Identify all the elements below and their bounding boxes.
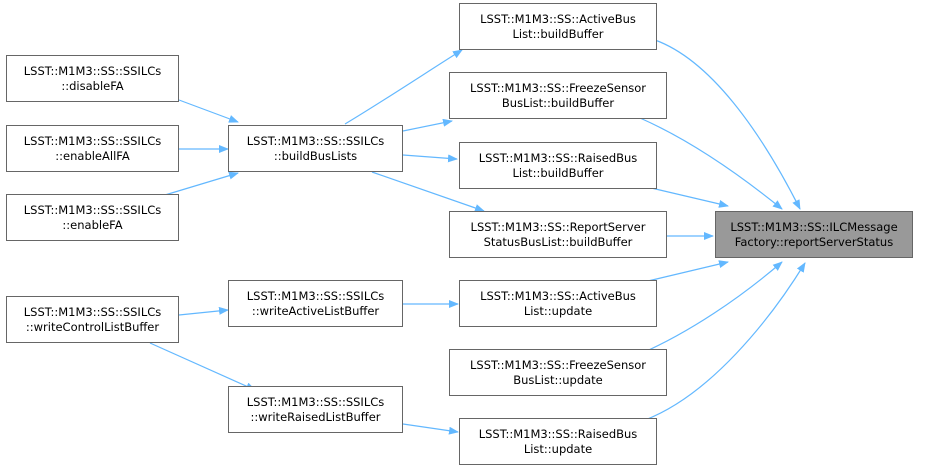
node-activebuslist-update[interactable]: LSST::M1M3::SS::ActiveBus List::update <box>459 280 657 327</box>
node-freezesensorbuslist-update[interactable]: LSST::M1M3::SS::FreezeSensor BusList::up… <box>449 349 667 396</box>
edge-freeze-update-to-focus <box>639 261 783 355</box>
node-label-line2: ::writeActiveListBuffer <box>251 303 380 318</box>
node-label-line1: LSST::M1M3::SS::SSILCs <box>23 202 162 217</box>
node-label-line2: StatusBusList::buildBuffer <box>483 234 633 249</box>
edge-writecontrol-to-writeraised <box>149 342 256 391</box>
node-ssilcs-disablefa[interactable]: LSST::M1M3::SS::SSILCs ::disableFA <box>6 55 179 102</box>
edge-enablefa-to-buildbuslists <box>164 171 239 196</box>
node-ssilcs-writeraisedlistbuffer[interactable]: LSST::M1M3::SS::SSILCs ::writeRaisedList… <box>228 386 403 433</box>
node-label-line1: LSST::M1M3::SS::RaisedBus <box>478 426 638 441</box>
node-label-line1: LSST::M1M3::SS::SSILCs <box>246 288 385 303</box>
node-raisedbuslist-buildbuffer[interactable]: LSST::M1M3::SS::RaisedBus List::buildBuf… <box>459 142 657 189</box>
node-label-line1: LSST::M1M3::SS::SSILCs <box>23 63 162 78</box>
node-label-line2: BusList::buildBuffer <box>501 95 615 110</box>
edge-writeraised-to-raised-update <box>402 423 459 435</box>
edge-writecontrol-to-writeactive <box>178 306 229 316</box>
node-activebuslist-buildbuffer[interactable]: LSST::M1M3::SS::ActiveBus List::buildBuf… <box>459 3 657 50</box>
node-label-line2: List::update <box>523 303 593 318</box>
node-label-line1: LSST::M1M3::SS::SSILCs <box>23 133 162 148</box>
node-label-line2: List::buildBuffer <box>512 165 604 180</box>
edge-buildbuslists-to-freeze-build <box>402 118 453 132</box>
node-label-line2: Factory::reportServerStatus <box>734 234 894 249</box>
node-label-line1: LSST::M1M3::SS::SSILCs <box>246 133 385 148</box>
node-label-line1: LSST::M1M3::SS::ActiveBus <box>480 288 636 303</box>
node-ssilcs-writecontrollistbuffer[interactable]: LSST::M1M3::SS::SSILCs ::writeControlLis… <box>6 296 179 343</box>
node-raisedbuslist-update[interactable]: LSST::M1M3::SS::RaisedBus List::update <box>459 418 657 465</box>
node-label-line1: LSST::M1M3::SS::ActiveBus <box>480 11 636 26</box>
edge-buildbuslists-to-raised-build <box>402 154 458 163</box>
node-label-line1: LSST::M1M3::SS::RaisedBus <box>478 150 638 165</box>
node-label-line2: List::update <box>523 441 593 456</box>
node-label-line1: LSST::M1M3::SS::ReportServer <box>470 219 646 234</box>
node-label-line2: ::buildBusLists <box>273 148 358 163</box>
node-label-line2: List::buildBuffer <box>512 26 604 41</box>
edge-disablefa-to-buildbuslists <box>178 99 239 123</box>
node-label-line1: LSST::M1M3::SS::FreezeSensor <box>469 357 647 372</box>
node-ssilcs-writeactivelistbuffer[interactable]: LSST::M1M3::SS::SSILCs ::writeActiveList… <box>228 280 403 327</box>
node-label-line2: ::enableAllFA <box>55 148 130 163</box>
node-ssilcs-enablefa[interactable]: LSST::M1M3::SS::SSILCs ::enableFA <box>6 194 179 241</box>
edge-buildbuslists-to-active-build <box>344 49 463 125</box>
node-ilcmessagefactory-reportserverstatus[interactable]: LSST::M1M3::SS::ILCMessage Factory::repo… <box>715 211 913 258</box>
node-ssilcs-enableallfa[interactable]: LSST::M1M3::SS::SSILCs ::enableAllFA <box>6 125 179 172</box>
node-label-line2: ::writeRaisedListBuffer <box>250 409 381 424</box>
node-label-line2: BusList::update <box>513 372 603 387</box>
node-label-line1: LSST::M1M3::SS::SSILCs <box>246 394 385 409</box>
edge-buildbuslists-to-report-build <box>371 171 485 212</box>
node-label-line1: LSST::M1M3::SS::FreezeSensor <box>469 80 647 95</box>
edge-freeze-build-to-focus <box>639 117 783 210</box>
node-reportserverstatusbuslist-buildbuffer[interactable]: LSST::M1M3::SS::ReportServer StatusBusLi… <box>449 211 667 258</box>
edge-raised-build-to-focus <box>646 186 729 208</box>
node-label-line2: ::writeControlListBuffer <box>25 319 160 334</box>
edge-active-update-to-focus <box>647 260 729 282</box>
node-label-line1: LSST::M1M3::SS::SSILCs <box>23 304 162 319</box>
node-label-line2: ::disableFA <box>61 78 124 93</box>
node-freezesensorbuslist-buildbuffer[interactable]: LSST::M1M3::SS::FreezeSensor BusList::bu… <box>449 72 667 119</box>
node-ssilcs-buildbuslists[interactable]: LSST::M1M3::SS::SSILCs ::buildBusLists <box>228 125 403 172</box>
edge-raised-update-to-focus <box>644 262 806 421</box>
node-label-line1: LSST::M1M3::SS::ILCMessage <box>730 219 898 234</box>
edge-active-build-to-focus <box>654 39 801 210</box>
node-label-line2: ::enableFA <box>62 217 123 232</box>
